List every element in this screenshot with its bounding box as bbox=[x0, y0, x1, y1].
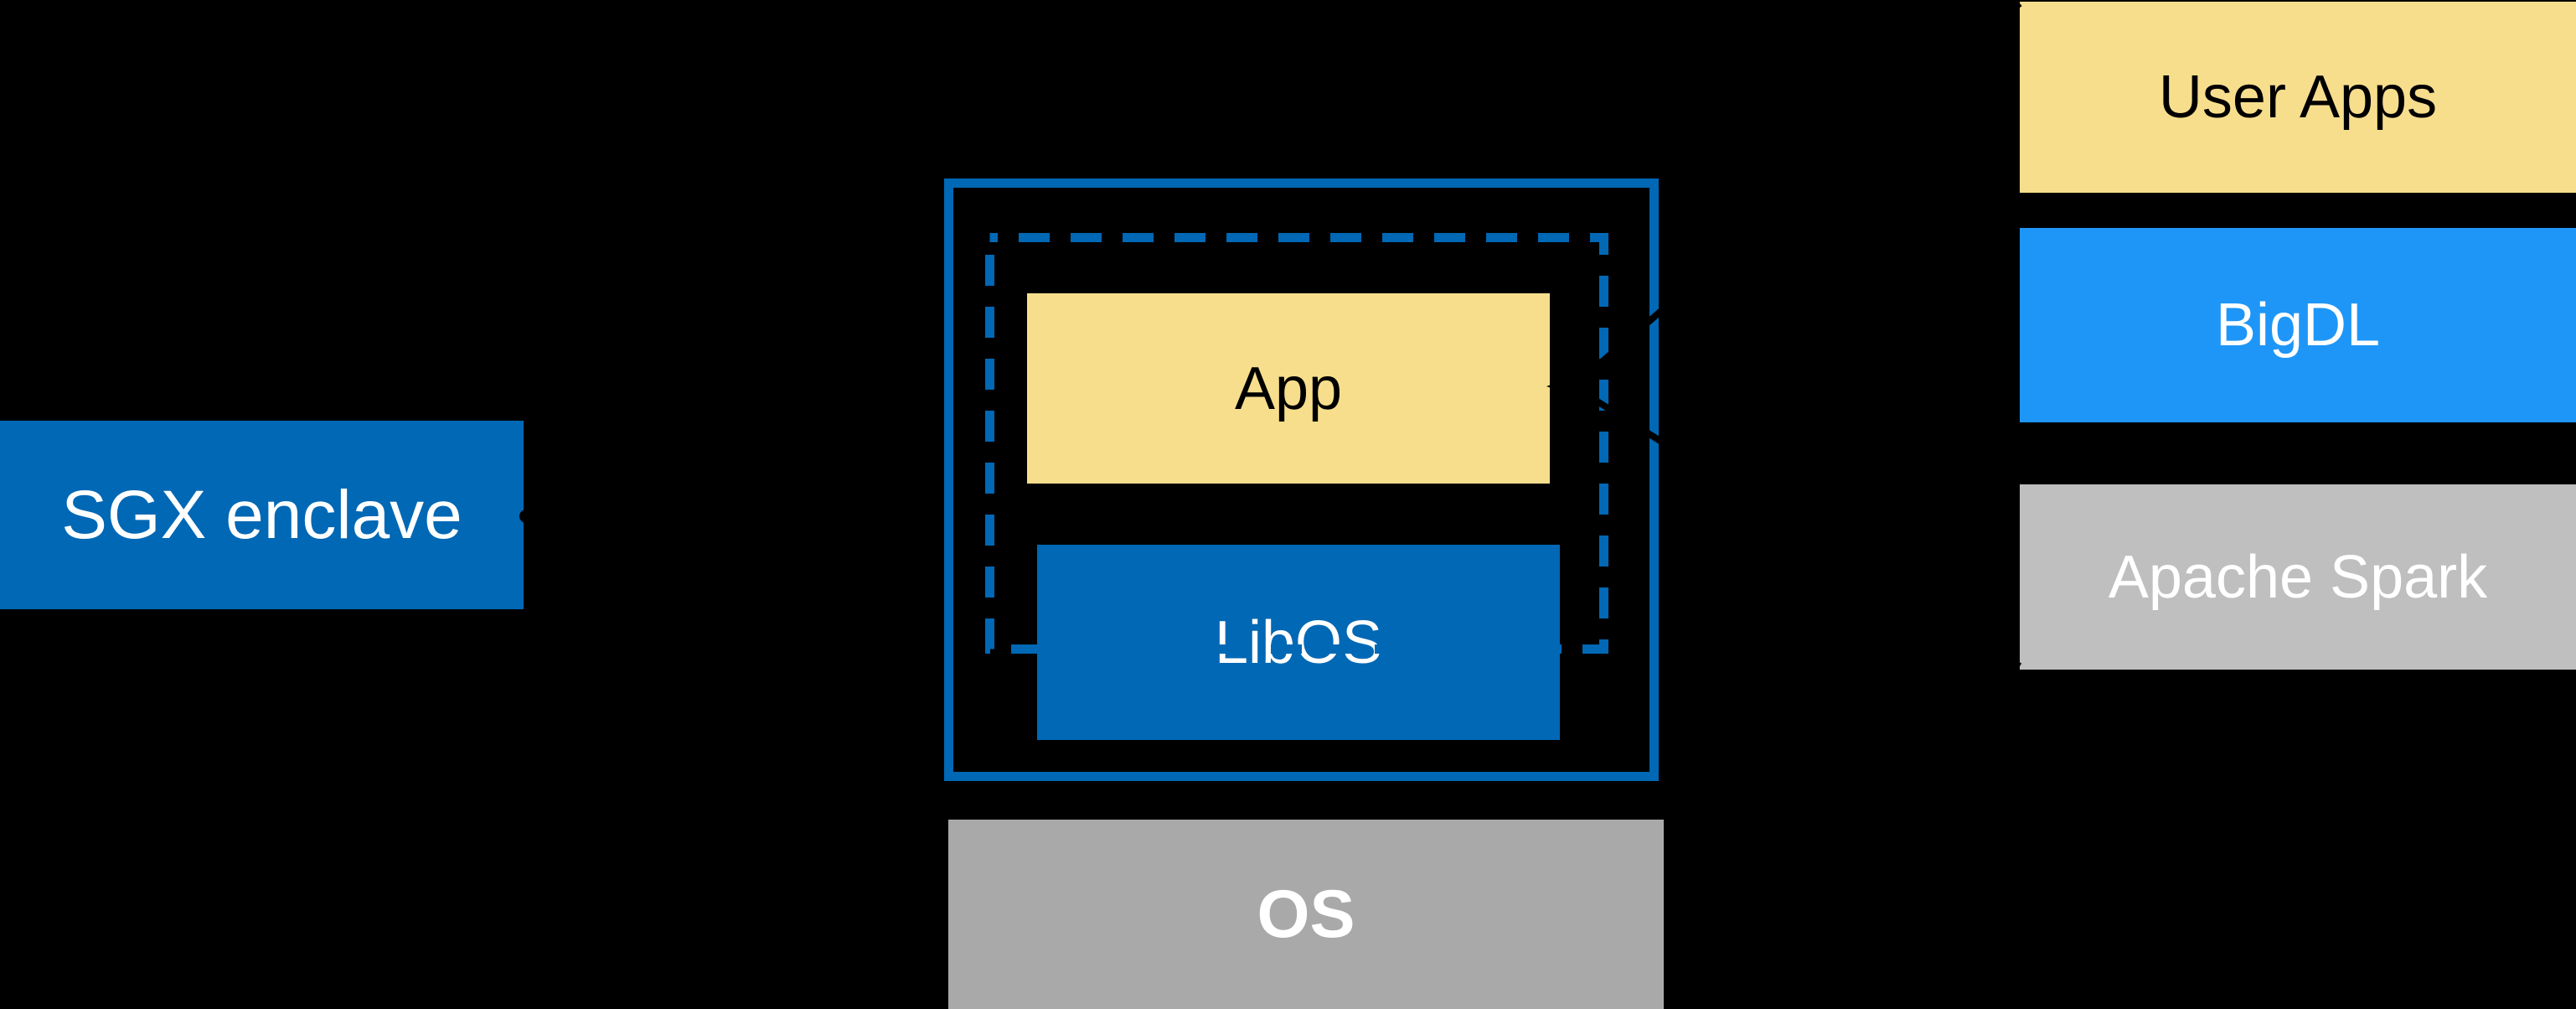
os-label: OS bbox=[1257, 876, 1355, 952]
bigdl-label: BigDL bbox=[2215, 292, 2381, 359]
os-box: OS bbox=[948, 820, 1664, 1009]
apache-spark-box: Apache Spark bbox=[2020, 484, 2576, 670]
user-apps-label: User Apps bbox=[2158, 64, 2438, 131]
libos-box: LibOS bbox=[1037, 545, 1560, 740]
funnel-lower-line bbox=[1571, 383, 2022, 670]
bigdl-box: BigDL bbox=[2020, 228, 2576, 422]
libos-label: LibOS bbox=[1214, 608, 1383, 676]
funnel-upper-line bbox=[1571, 0, 2022, 390]
user-apps-box: User Apps bbox=[2020, 2, 2576, 193]
sgx-enclave-label: SGX enclave bbox=[61, 476, 462, 553]
arrowhead-into-app bbox=[1546, 376, 1575, 396]
apache-spark-label: Apache Spark bbox=[2108, 543, 2488, 611]
app-box: App bbox=[1027, 293, 1550, 484]
sgx-enclave-label-box: SGX enclave bbox=[0, 421, 524, 609]
app-label: App bbox=[1234, 354, 1343, 422]
